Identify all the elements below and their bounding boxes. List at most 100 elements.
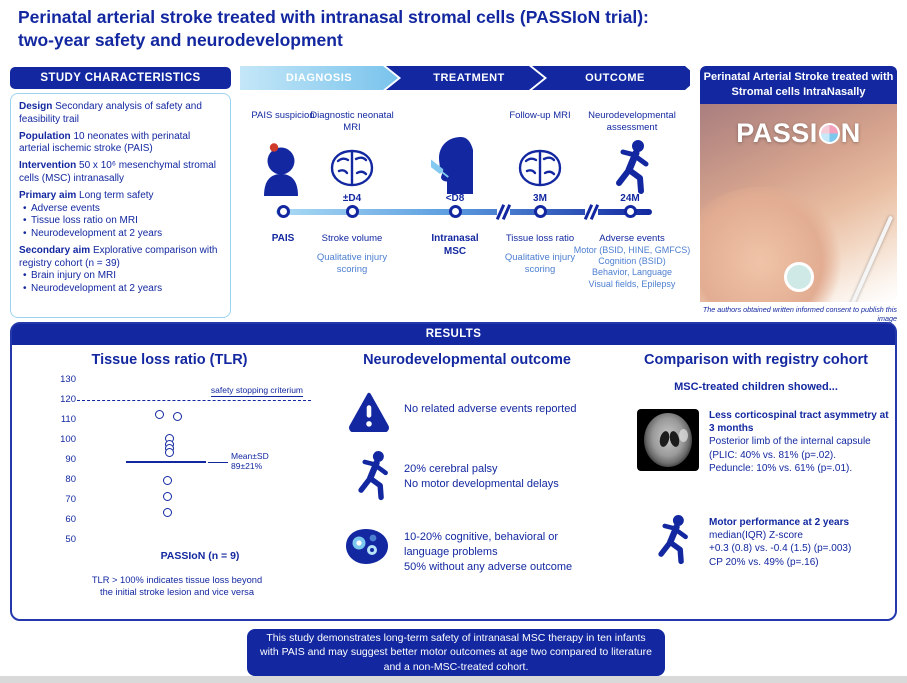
study-characteristics-panel: Design Secondary analysis of safety and … bbox=[10, 93, 231, 318]
timeline-point-pais bbox=[277, 205, 290, 218]
timeline-below-pais: PAIS bbox=[271, 233, 295, 244]
tlr-scatter-chart: 130 120 110 100 90 80 70 60 50 safety stopping c… bbox=[57, 374, 317, 562]
y-axis-tick: 120 bbox=[60, 394, 76, 405]
title-line-1: Perinatal arterial stroke treated with i… bbox=[18, 7, 649, 27]
tlr-caption-line2: the initial stroke lesion and vice versa bbox=[100, 587, 254, 598]
timeline-label-diagnostic-mri: Diagnostic neonatal MRI bbox=[310, 110, 394, 133]
study-label: Population bbox=[19, 130, 71, 142]
data-point bbox=[154, 409, 164, 419]
brain-cognition-icon bbox=[342, 526, 390, 573]
warning-icon bbox=[347, 390, 391, 437]
bullet-item: Adverse events bbox=[19, 203, 222, 216]
outcome-motor: Motor (BSID, HINE, GMFCS) bbox=[573, 244, 691, 255]
results-panel: RESULTS Tissue loss ratio (TLR) 130 120 11… bbox=[10, 322, 897, 621]
study-text: Explorative comparison with registry coh… bbox=[19, 244, 218, 269]
passion-logo: PASSI N bbox=[700, 118, 897, 149]
comparison-row-cst: Less corticospinal tract asymmetry at 3 … bbox=[709, 409, 891, 475]
timeline-point-d8 bbox=[449, 205, 462, 218]
x-axis-label: PASSIoN (n = 9) bbox=[160, 550, 240, 562]
study-label: Secondary aim bbox=[19, 244, 91, 256]
conclusion-box: This study demonstrates long-term safety… bbox=[247, 629, 665, 676]
plic-stat-line: Posterior limb of the internal capsule (… bbox=[709, 436, 871, 461]
data-point bbox=[162, 507, 172, 517]
study-characteristics-header: STUDY CHARACTERISTICS bbox=[10, 67, 231, 89]
neuro-no-adverse-line: 50% without any adverse outcome bbox=[404, 560, 573, 573]
mean-label-line2: 89±21% bbox=[231, 461, 263, 472]
study-text: Secondary analysis of safety and feasibi… bbox=[19, 101, 202, 125]
bullet-item: Brain injury on MRI bbox=[19, 270, 222, 283]
bullet-item: Neurodevelopment at 2 years bbox=[19, 283, 222, 296]
logo-text-left: PASSI bbox=[736, 118, 818, 148]
time-label-d4: ±D4 bbox=[342, 193, 362, 204]
y-axis-tick: 100 bbox=[60, 434, 76, 445]
comparison-title: Comparison with registry cohort bbox=[644, 352, 868, 368]
peduncle-stat-line: Peduncle: 10% vs. 61% (p=.01). bbox=[709, 462, 853, 474]
time-label-24m: 24M bbox=[620, 193, 640, 204]
timeline-point-d4 bbox=[346, 205, 359, 218]
study-text: 50 x 10⁶ mesenchymal stromal cells (MSC)… bbox=[19, 160, 216, 184]
cst-asymmetry-heading: Less corticospinal tract asymmetry at 3 … bbox=[709, 410, 889, 435]
y-axis-tick: 70 bbox=[65, 494, 76, 505]
timeline-bar bbox=[276, 209, 652, 215]
comparison-subtitle: MSC-treated children showed... bbox=[674, 381, 838, 393]
y-axis-tick: 90 bbox=[65, 454, 76, 465]
neuro-no-delays-line: No motor developmental delays bbox=[404, 477, 559, 490]
chart-plot-area: safety stopping criterium Mean±SD 89±21% bbox=[77, 374, 317, 546]
phase-outcome-chevron: OUTCOME bbox=[532, 66, 690, 90]
timeline-below-qualitative-scoring: Qualitative injury scoring bbox=[316, 252, 388, 275]
photo-pacifier bbox=[784, 262, 814, 292]
treatment-photo: PASSI N bbox=[700, 104, 897, 302]
study-label: Intervention bbox=[19, 160, 77, 172]
y-axis-tick: 50 bbox=[65, 534, 76, 545]
study-item-design: Design Secondary analysis of safety and … bbox=[19, 101, 222, 126]
neuro-row-adverse-events: No related adverse events reported bbox=[404, 403, 577, 415]
timeline-below-tissue-loss-ratio: Tissue loss ratio bbox=[505, 233, 575, 244]
logo-brain-o-icon bbox=[818, 123, 840, 144]
data-point bbox=[162, 491, 172, 501]
study-label: Primary aim bbox=[19, 190, 77, 202]
timeline-label-followup-mri: Follow-up MRI bbox=[509, 110, 571, 121]
neuro-cp-line: 20% cerebral palsy bbox=[404, 463, 498, 475]
study-item-intervention: Intervention 50 x 10⁶ mesenchymal stroma… bbox=[19, 160, 222, 185]
y-axis-tick: 110 bbox=[60, 414, 76, 425]
study-item-secondary-aim: Secondary aim Explorative comparison wit… bbox=[19, 245, 222, 295]
study-item-primary-aim: Primary aim Long term safety Adverse eve… bbox=[19, 190, 222, 240]
outcome-cognition: Cognition (BSID) bbox=[598, 256, 666, 267]
mean-leader-line bbox=[208, 462, 228, 464]
timeline-label-pais-suspicion: PAIS suspicion bbox=[251, 110, 315, 121]
bullet-item: Tissue loss ratio on MRI bbox=[19, 215, 222, 228]
mean-sd-label: Mean±SD 89±21% bbox=[231, 451, 269, 471]
time-label-3m: 3M bbox=[533, 193, 547, 204]
zscore-label-line: median(IQR) Z-score bbox=[709, 530, 803, 542]
comparison-row-motor: Motor performance at 2 years median(IQR)… bbox=[709, 516, 891, 569]
logo-text-right: N bbox=[840, 118, 861, 148]
timeline-point-24m bbox=[624, 205, 637, 218]
y-axis-tick: 130 bbox=[60, 374, 76, 385]
bullet-item: Neurodevelopment at 2 years bbox=[19, 228, 222, 241]
photo-baby-cheek bbox=[700, 187, 845, 302]
data-point bbox=[162, 475, 172, 485]
y-axis-tick: 80 bbox=[65, 474, 76, 485]
outcome-visual-epilepsy: Visual fields, Epilepsy bbox=[588, 278, 676, 289]
neuro-row-cognitive: 10-20% cognitive, behavioral or language… bbox=[404, 530, 604, 575]
brain-mri-icon bbox=[517, 148, 563, 193]
safety-stopping-label: safety stopping criterium bbox=[210, 385, 303, 397]
data-point bbox=[172, 411, 182, 421]
timeline-below-qualitative-scoring: Qualitative injury scoring bbox=[504, 252, 576, 275]
mean-label-line1: Mean±SD bbox=[231, 451, 269, 461]
timeline-below-intranasal-msc: Intranasal MSC bbox=[431, 233, 479, 257]
results-header: RESULTS bbox=[12, 324, 895, 345]
neuro-cognitive-line: 10-20% cognitive, behavioral or language… bbox=[404, 531, 559, 558]
conclusion-text: This study demonstrates long-term safety… bbox=[259, 632, 652, 673]
title-line-2: two-year safety and neurodevelopment bbox=[18, 30, 343, 51]
timeline-point-3m bbox=[534, 205, 547, 218]
timeline-label-neurodev-assessment: Neurodevelopmental assessment bbox=[588, 110, 676, 133]
brain-mri-icon bbox=[329, 148, 375, 193]
safety-threshold-line bbox=[77, 400, 311, 401]
motor-performance-heading: Motor performance at 2 years bbox=[709, 517, 850, 528]
tlr-chart-title: Tissue loss ratio (TLR) bbox=[91, 352, 248, 368]
photo-panel-header: Perinatal Arterial Stroke treated with S… bbox=[700, 66, 897, 104]
outcome-adverse-events: Adverse events bbox=[599, 233, 665, 244]
study-label: Design bbox=[19, 101, 53, 112]
y-axis-tick: 60 bbox=[65, 514, 76, 525]
